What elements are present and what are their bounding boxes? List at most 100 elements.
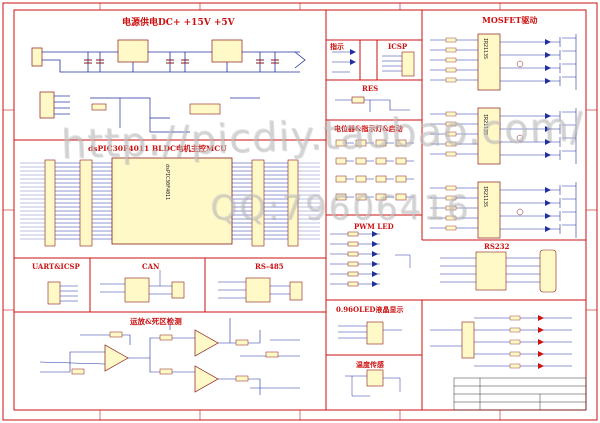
bootstrap-node	[516, 208, 524, 216]
driver3-label: IR2113S	[482, 186, 488, 208]
watermark-qq: QQ:79606416	[210, 188, 471, 228]
io-resistor	[509, 327, 521, 333]
power-section	[31, 39, 306, 133]
can-section	[100, 270, 185, 303]
driver-input-resistor	[445, 195, 457, 201]
mcu-section-title: dsPIC30F4011 BLDC电机主控MCU	[88, 144, 227, 153]
driver-input-resistor	[445, 151, 457, 157]
encoder-part	[335, 175, 347, 183]
uart-section-title: UART&ICSP	[32, 262, 80, 271]
can-section-title: CAN	[142, 262, 160, 271]
pwm-led-section	[330, 231, 411, 287]
encoder-part	[355, 157, 367, 165]
io-led-diode	[538, 315, 544, 321]
regulator-15v	[117, 39, 149, 63]
encoder-part	[375, 157, 387, 165]
io-resistor	[509, 351, 521, 357]
pwm-led-diode	[372, 271, 378, 277]
pwm-led-resistor	[347, 271, 359, 277]
rs485-section	[218, 277, 303, 303]
mosfet-driver-chip	[477, 33, 501, 91]
encoder-part	[355, 175, 367, 183]
pwm-led-diode	[372, 241, 378, 247]
led-diodes	[350, 49, 356, 65]
temp-section	[345, 369, 401, 397]
pwm-led-resistor	[347, 231, 359, 237]
io-led-diode	[538, 351, 544, 357]
io-resistor	[509, 315, 521, 321]
mosfet-driver-chip	[477, 181, 501, 239]
driver-input-resistor	[445, 185, 457, 191]
temp-section-title: 温度传感	[356, 360, 384, 369]
mosfet-body-diode	[545, 200, 551, 206]
io-header	[461, 321, 475, 359]
section-dividers	[14, 10, 586, 410]
rs232-section	[440, 249, 557, 293]
io-led-diode	[538, 327, 544, 333]
pwm-led-resistor	[347, 251, 359, 257]
rs232-chip	[475, 251, 507, 291]
driver-input-resistor	[445, 47, 457, 53]
sheet-ruler-ticks	[3, 3, 597, 420]
driver-input-resistor	[445, 57, 457, 63]
mosfet-body-diode	[545, 65, 551, 71]
mosfet-body-diode	[545, 152, 551, 158]
rs232-section-title: RS232	[484, 242, 510, 251]
led-section-title: 指示	[330, 42, 344, 51]
pwm-led-diode	[372, 261, 378, 267]
res-section	[335, 96, 410, 112]
rs485-section-title: RS-485	[255, 262, 284, 271]
mosfet-section-title: MOSFET驱动	[482, 15, 538, 25]
driver-input-resistor	[445, 121, 457, 127]
title-block	[453, 377, 587, 411]
driver-input-resistor	[445, 225, 457, 231]
io-section	[430, 315, 572, 369]
bootstrap-node	[516, 60, 524, 68]
mcu-chip-label: dsPIC30F4011	[164, 164, 170, 201]
icsp-section-title: ICSP	[388, 42, 408, 51]
io-led-diode	[538, 339, 544, 345]
mosfet-body-diode	[545, 213, 551, 219]
mosfet-body-diode	[545, 226, 551, 232]
pwm-led-diode	[372, 231, 378, 237]
driver-input-resistor	[445, 111, 457, 117]
io-led-diode	[538, 363, 544, 369]
driver1-label: IR2113S	[482, 38, 488, 60]
power-connector	[31, 47, 43, 67]
uart-section	[47, 281, 78, 305]
io-resistor	[509, 339, 521, 345]
res-section-title: RES	[362, 84, 379, 93]
driver-input-resistor	[445, 215, 457, 221]
io-resistor	[509, 363, 521, 369]
regulator-5v	[211, 39, 243, 63]
opamp-section	[39, 318, 300, 395]
mcu-section	[20, 157, 320, 247]
pwm-led-common-wire	[395, 254, 411, 268]
encoder-section	[335, 139, 414, 201]
mosfet-body-diode	[545, 52, 551, 58]
aux-connector	[39, 91, 55, 119]
mosfet-driver-chip	[477, 107, 501, 165]
pwm-led-section-title: PWM LED	[354, 222, 394, 231]
mcu-chip	[111, 157, 233, 245]
driver-input-resistor	[445, 37, 457, 43]
mcu-left-header	[44, 159, 56, 247]
mosfet-body-diode	[545, 78, 551, 84]
pwm-led-resistor	[347, 241, 359, 247]
mosfet-body-diode	[545, 39, 551, 45]
driver-input-resistor	[445, 131, 457, 137]
mosfet-body-diode	[545, 113, 551, 119]
db9-connector	[539, 249, 557, 293]
pwm-led-diode	[372, 281, 378, 287]
driver-input-resistor	[445, 205, 457, 211]
pwm-led-resistor	[347, 261, 359, 267]
driver-input-resistor	[445, 141, 457, 147]
mosfet-section	[430, 33, 577, 239]
driver-input-resistor	[445, 67, 457, 73]
encoder-part	[395, 175, 407, 183]
oled-section-title: 0.96OLED液晶显示	[336, 305, 404, 314]
encoder-part	[335, 157, 347, 165]
driver-input-resistor	[445, 77, 457, 83]
mosfet-body-diode	[545, 187, 551, 193]
